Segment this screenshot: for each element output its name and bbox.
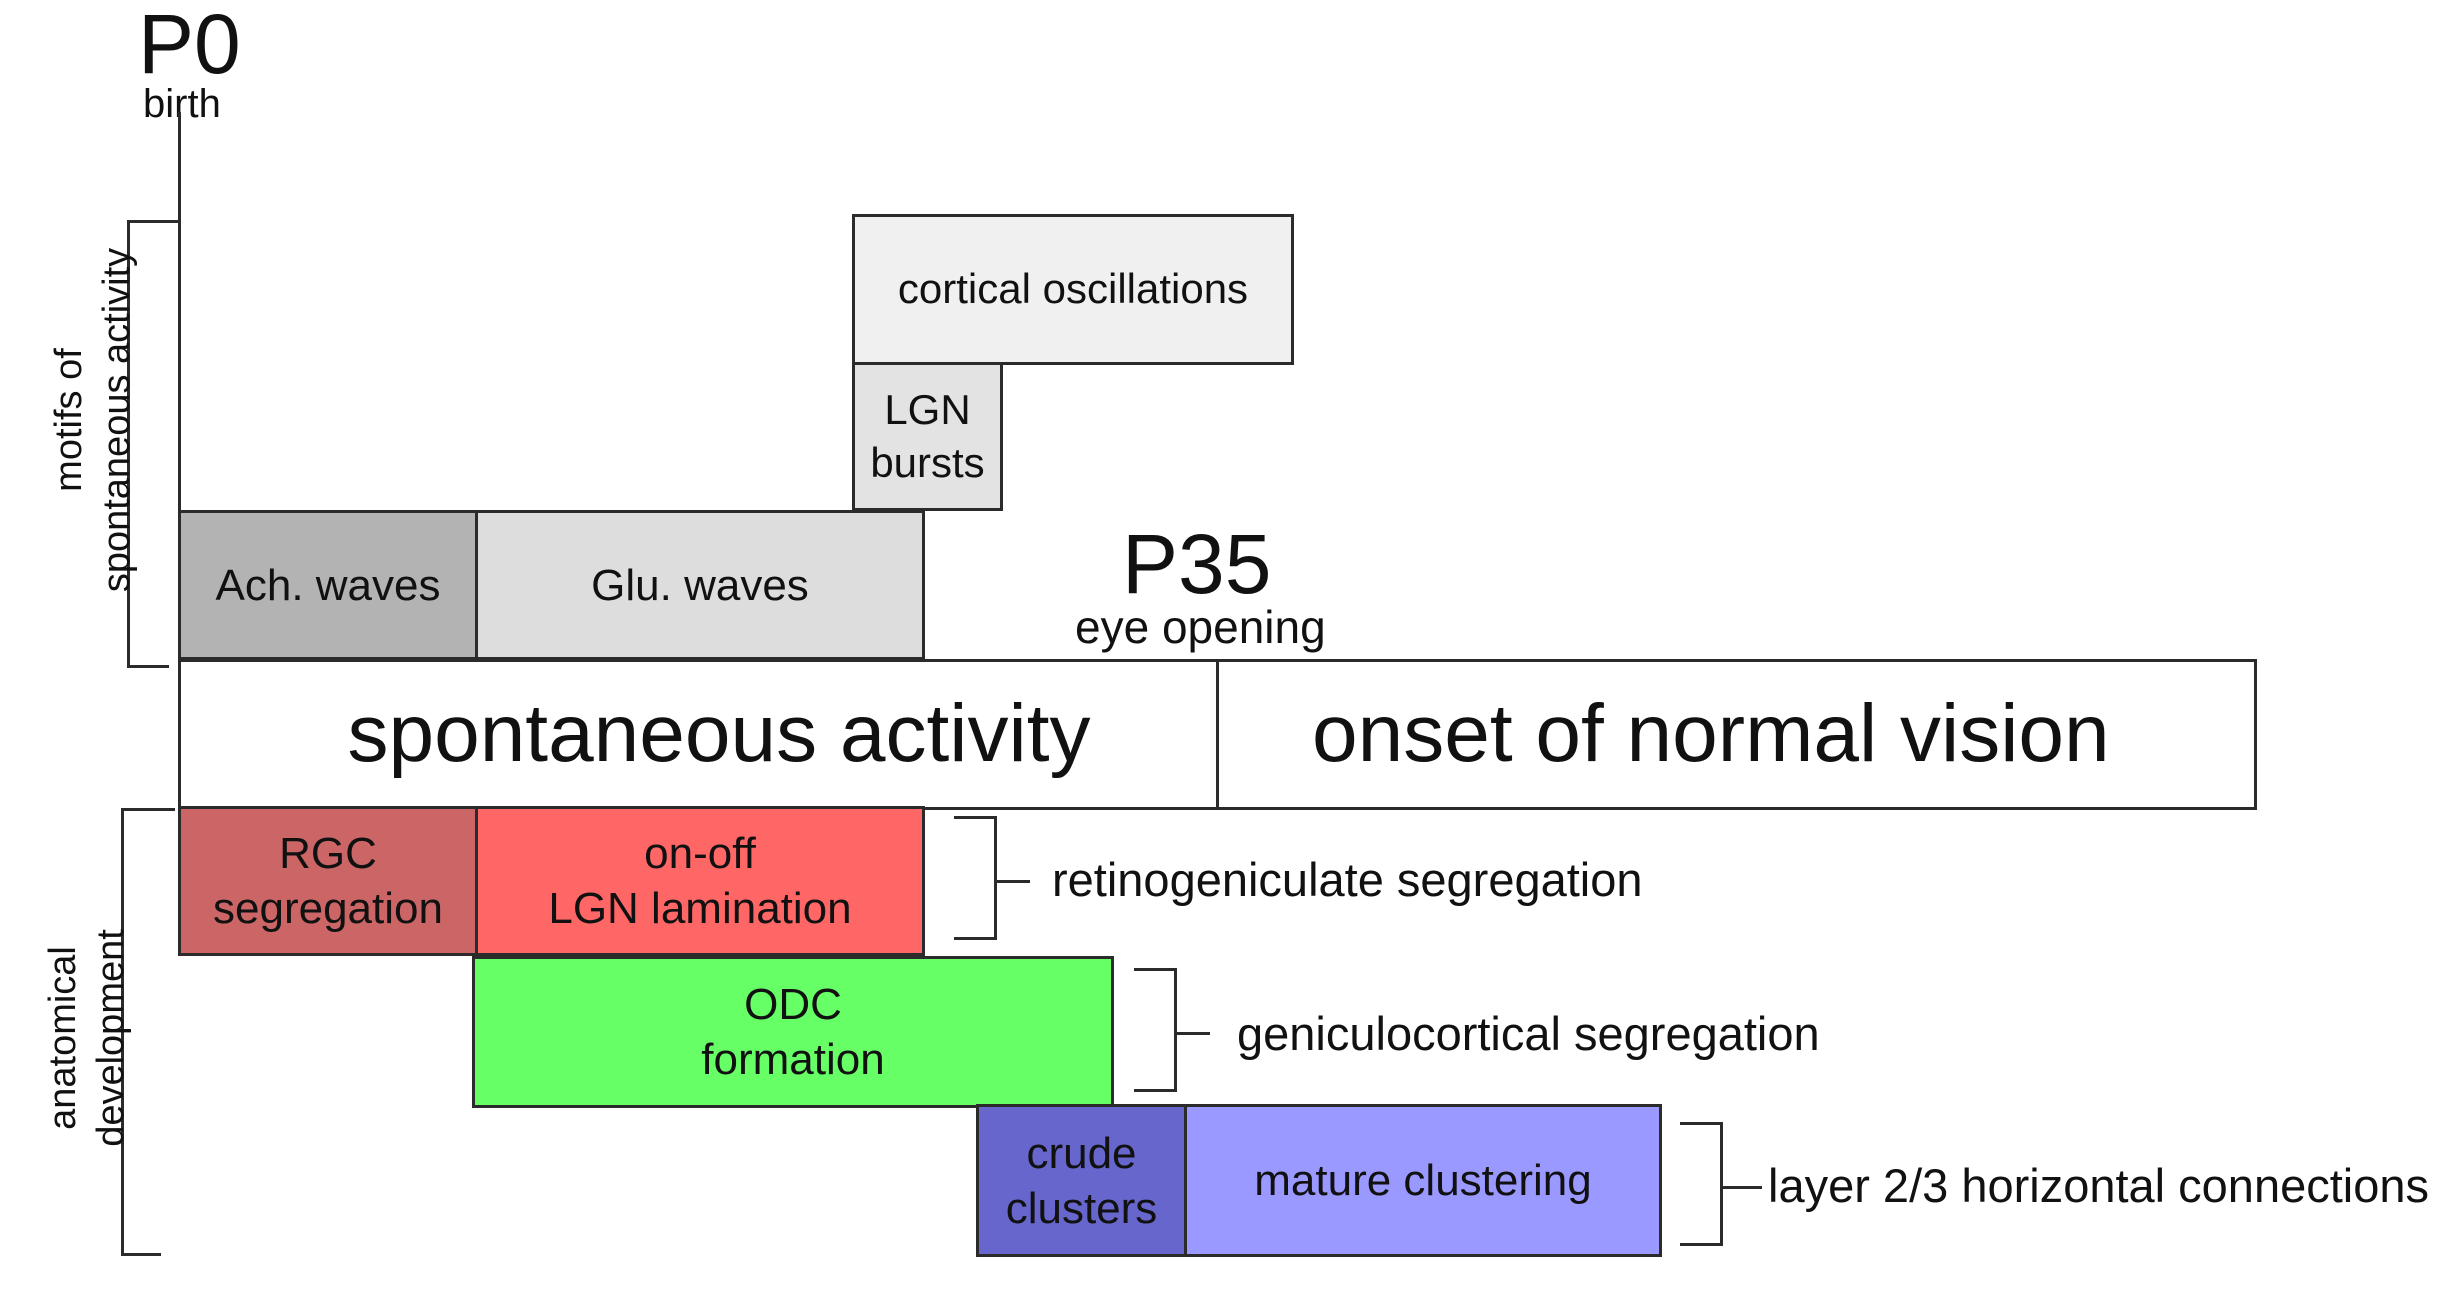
onset-normal-vision-label: onset of normal vision <box>1312 688 2110 780</box>
crude-clusters-box: crude clusters <box>976 1104 1187 1257</box>
genic-bracket-top <box>1134 968 1176 971</box>
motifs-bracket-top <box>127 220 181 223</box>
crude-clusters-label: crude clusters <box>1005 1128 1158 1233</box>
ach-waves-box: Ach. waves <box>178 510 478 660</box>
layer23-bracket-bottom <box>1680 1243 1722 1246</box>
layer23-label: layer 2/3 horizontal connections <box>1768 1159 2430 1212</box>
rgc-segregation-label: RGC segregation <box>213 829 443 933</box>
p0-sublabel: birth <box>143 82 221 126</box>
rgc-segregation-box: RGC segregation <box>178 806 478 956</box>
spontaneous-activity-label: spontaneous activity <box>347 688 1091 780</box>
motifs-bracket-bottom <box>127 665 169 668</box>
layer23-bracket-spine <box>1720 1122 1723 1246</box>
anatomy-side-label: anatomical development <box>42 929 132 1147</box>
retinogeniculate-label: retinogeniculate segregation <box>1052 853 1643 906</box>
retino-bracket-bottom <box>954 937 996 940</box>
p35-sublabel: eye opening <box>1075 601 1326 653</box>
odc-formation-box: ODC formation <box>472 956 1114 1108</box>
p35-label: P35 <box>1122 517 1272 611</box>
mature-clustering-box: mature clustering <box>1184 1104 1662 1257</box>
on-off-lamination-label: on-off LGN lamination <box>548 829 852 933</box>
cortical-oscillations-label: cortical oscillations <box>897 265 1249 313</box>
motifs-side-label: motifs of spontaneous activity <box>48 247 138 593</box>
anatomy-bracket-spine <box>121 808 124 1256</box>
genic-bracket-bottom <box>1134 1089 1176 1092</box>
anatomy-bracket-top <box>121 808 175 811</box>
lgn-bursts-label: LGN bursts <box>870 386 985 486</box>
odc-formation-label: ODC formation <box>701 980 885 1084</box>
p0-axis-line <box>178 112 181 662</box>
retino-bracket-tick <box>994 880 1030 883</box>
glu-waves-box: Glu. waves <box>475 510 925 660</box>
anatomy-bracket-bottom <box>121 1253 161 1256</box>
motifs-bracket-spine <box>127 220 130 668</box>
p0-label: P0 <box>138 0 241 91</box>
genic-bracket-spine <box>1174 968 1177 1092</box>
retino-bracket-spine <box>994 816 997 940</box>
lgn-bursts-box: LGN bursts <box>852 362 1003 511</box>
glu-waves-label: Glu. waves <box>591 560 809 610</box>
mature-clustering-label: mature clustering <box>1254 1156 1592 1205</box>
spontaneous-activity-bar: spontaneous activity <box>178 659 1220 810</box>
retino-bracket-top <box>954 816 996 819</box>
geniculocortical-label: geniculocortical segregation <box>1237 1007 1820 1060</box>
onset-normal-vision-bar: onset of normal vision <box>1216 659 2257 810</box>
layer23-bracket-tick <box>1720 1186 1762 1189</box>
genic-bracket-tick <box>1174 1032 1210 1035</box>
on-off-lamination-box: on-off LGN lamination <box>475 806 925 956</box>
layer23-bracket-top <box>1680 1122 1722 1125</box>
ach-waves-label: Ach. waves <box>215 560 441 610</box>
cortical-oscillations-box: cortical oscillations <box>852 214 1294 365</box>
